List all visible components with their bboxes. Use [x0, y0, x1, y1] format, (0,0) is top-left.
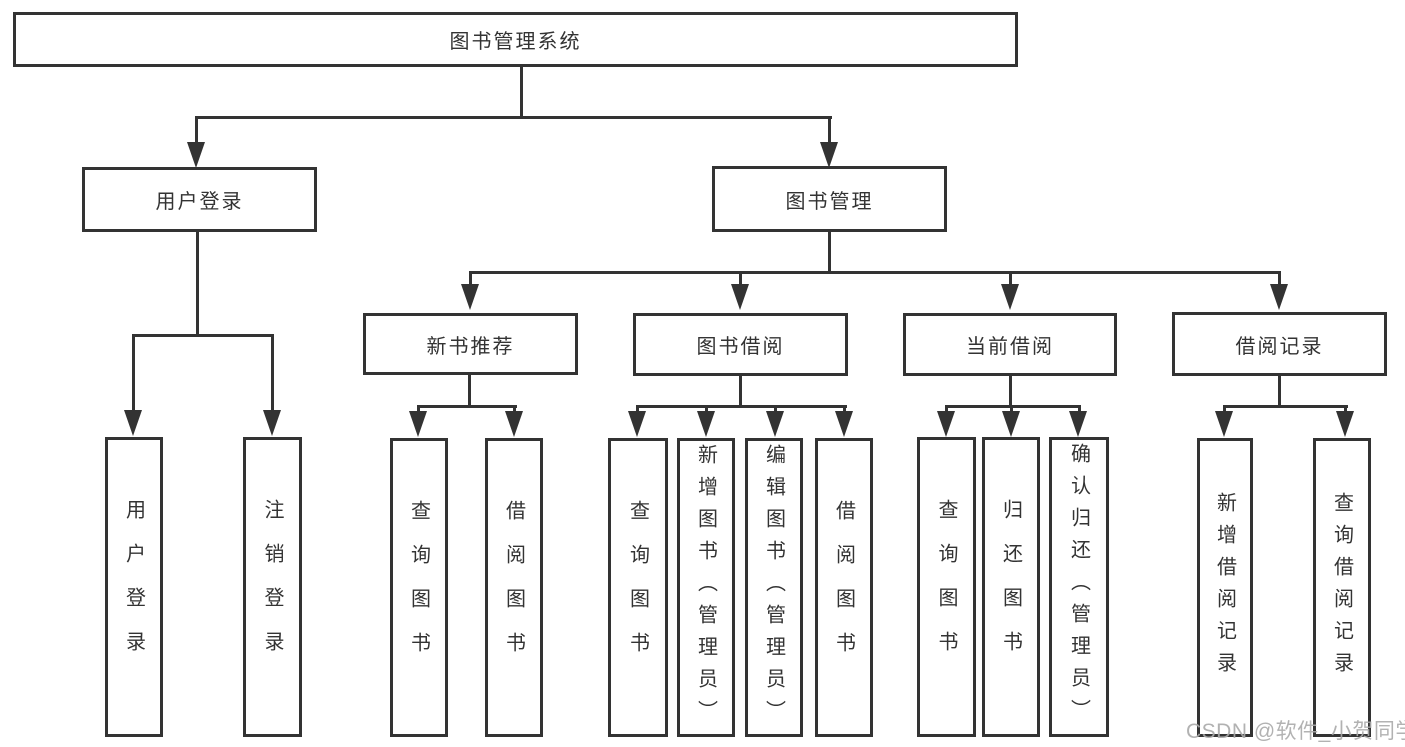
node-label: 当前借阅: [966, 336, 1054, 358]
leaf-query-borrow-record: 查询借阅记录: [1313, 438, 1371, 737]
connector-line: [1343, 405, 1347, 414]
arrow-down-icon: [263, 410, 281, 436]
leaf-query-books-recommend: 查询图书: [390, 438, 448, 737]
connector-line: [1008, 376, 1012, 408]
connector-line: [738, 376, 742, 408]
arrow-down-icon: [835, 411, 853, 437]
node-label: 查询图书: [407, 499, 430, 676]
connector-line: [635, 405, 639, 414]
node-label: 用户登录: [122, 499, 145, 675]
connector-line: [842, 405, 846, 414]
node-book-borrowing: 图书借阅: [633, 313, 848, 376]
leaf-user-login: 用户登录: [105, 437, 163, 737]
arrow-down-icon: [1001, 284, 1019, 310]
node-current-borrowing: 当前借阅: [903, 313, 1117, 376]
node-library-management-system: 图书管理系统: [13, 12, 1018, 67]
leaf-borrow-books-recommend: 借阅图书: [485, 438, 543, 737]
arrow-down-icon: [1270, 284, 1288, 310]
connector-line: [131, 334, 274, 337]
node-label: 图书管理: [785, 190, 874, 213]
arrow-down-icon: [124, 410, 142, 436]
node-user-login: 用户登录: [82, 167, 317, 232]
connector-line: [195, 116, 198, 144]
connector-line: [131, 334, 135, 412]
leaf-borrow-books: 借阅图书: [815, 438, 873, 737]
connector-line: [944, 405, 948, 414]
node-label: 新增借阅记录: [1213, 491, 1236, 684]
node-label: 注销登录: [261, 499, 283, 675]
connector-line: [1222, 405, 1348, 408]
arrow-down-icon: [187, 142, 205, 168]
connector-line: [468, 271, 1281, 274]
connector-line: [1277, 376, 1281, 408]
node-new-book-recommend: 新书推荐: [363, 313, 578, 375]
connector-line: [1009, 405, 1013, 414]
leaf-edit-books-admin: 编辑图书（管理员）: [745, 438, 803, 737]
arrow-down-icon: [461, 284, 479, 310]
connector-line: [468, 271, 472, 285]
connector-line: [738, 271, 742, 285]
csdn-watermark: CSDN @软件_小贺同学: [1186, 720, 1405, 743]
connector-line: [195, 232, 199, 337]
node-label: 查询图书: [626, 499, 649, 676]
node-label: 用户登录: [155, 191, 244, 213]
node-book-management: 图书管理: [712, 166, 947, 232]
node-label: 编辑图书（管理员）: [762, 443, 785, 732]
node-label: 查询借阅记录: [1330, 491, 1353, 684]
leaf-confirm-return-admin: 确认归还（管理员）: [1049, 437, 1109, 737]
connector-line: [467, 375, 471, 408]
connector-line: [1008, 271, 1012, 285]
arrow-down-icon: [820, 142, 838, 168]
connector-line: [635, 405, 847, 408]
leaf-query-books: 查询图书: [608, 438, 668, 737]
connector-line: [828, 116, 831, 144]
leaf-return-books: 归还图书: [982, 437, 1040, 737]
leaf-add-borrow-record: 新增借阅记录: [1197, 438, 1253, 737]
arrow-down-icon: [1069, 411, 1087, 437]
node-label: 借阅图书: [832, 499, 855, 676]
leaf-query-books-current: 查询图书: [917, 437, 976, 737]
arrow-down-icon: [697, 411, 715, 437]
node-label: 查询图书: [935, 499, 957, 675]
connector-line: [520, 66, 523, 118]
node-label: 图书借阅: [696, 336, 785, 358]
leaf-add-books-admin: 新增图书（管理员）: [677, 438, 735, 737]
connector-line: [944, 405, 1081, 408]
connector-line: [195, 116, 832, 119]
arrow-down-icon: [1215, 411, 1233, 437]
arrow-down-icon: [628, 411, 646, 437]
connector-line: [416, 405, 517, 408]
node-label: 新增图书（管理员）: [694, 443, 717, 732]
connector-line: [416, 405, 420, 414]
arrow-down-icon: [937, 411, 955, 437]
connector-line: [1277, 271, 1281, 285]
arrow-down-icon: [1002, 411, 1020, 437]
node-label: 确认归还（管理员）: [1067, 443, 1090, 731]
node-label: 借阅图书: [502, 499, 525, 676]
arrow-down-icon: [1336, 411, 1354, 437]
connector-line: [1222, 405, 1226, 414]
connector-line: [773, 405, 777, 414]
connector-line: [1077, 405, 1081, 414]
arrow-down-icon: [766, 411, 784, 437]
leaf-logout: 注销登录: [243, 437, 302, 737]
connector-line: [270, 334, 274, 412]
node-label: 归还图书: [999, 499, 1022, 675]
node-label: 新书推荐: [426, 335, 515, 358]
connector-line: [512, 405, 516, 414]
node-label: 借阅记录: [1235, 335, 1324, 358]
connector-line: [827, 232, 831, 274]
arrow-down-icon: [731, 284, 749, 310]
arrow-down-icon: [505, 411, 523, 437]
node-borrowing-records: 借阅记录: [1172, 312, 1387, 376]
connector-line: [704, 405, 708, 414]
arrow-down-icon: [409, 411, 427, 437]
node-label: 图书管理系统: [449, 31, 582, 53]
